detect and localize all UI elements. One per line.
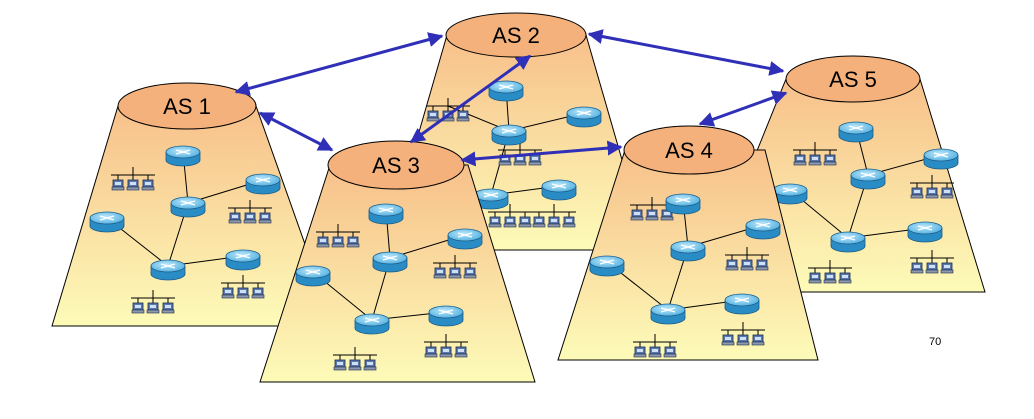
host-cluster-icon [633, 334, 677, 358]
router-icon [354, 313, 390, 335]
router-icon [295, 265, 331, 287]
router-icon [665, 193, 701, 215]
as4-label: AS 4 [665, 138, 713, 163]
router-icon [589, 255, 625, 277]
link-as1-as3 [258, 111, 334, 152]
inter-as-links [234, 29, 788, 167]
router-icon [150, 259, 186, 281]
router-icon [907, 221, 943, 243]
host-cluster-icon [721, 322, 765, 346]
host-cluster-icon [433, 255, 477, 279]
host-cluster-icon [424, 334, 468, 358]
host-cluster-icon [725, 247, 769, 271]
as3-network [295, 203, 483, 371]
router-icon [724, 293, 760, 315]
as5-network [772, 121, 959, 284]
host-cluster-icon [111, 167, 155, 191]
router-icon [165, 145, 201, 167]
host-cluster-icon [316, 224, 360, 248]
as1-network [89, 145, 281, 314]
host-cluster-icon [131, 290, 175, 314]
link-as3-as4 [460, 140, 623, 167]
as1-label: AS 1 [163, 94, 211, 119]
router-icon [745, 218, 781, 240]
router-icon [89, 211, 125, 233]
link-as4-as5 [698, 90, 788, 127]
router-icon [372, 251, 408, 273]
router-icon [850, 168, 886, 190]
autonomous-system-3: AS 3 [259, 140, 536, 383]
router-icon [225, 249, 261, 271]
host-cluster-icon [532, 204, 576, 228]
router-icon [245, 173, 281, 195]
autonomous-system-4: AS 4 [557, 125, 819, 361]
router-icon [650, 303, 686, 325]
host-cluster-icon [333, 347, 377, 371]
host-cluster-icon [228, 200, 272, 224]
router-icon [488, 80, 524, 102]
router-icon [170, 196, 206, 218]
as2-label: AS 2 [492, 23, 540, 48]
host-cluster-icon [910, 250, 954, 274]
slide-number: 70 [929, 336, 941, 348]
router-icon [541, 179, 577, 201]
as4-network [589, 193, 781, 358]
as5-label: AS 5 [829, 67, 877, 92]
as3-label: AS 3 [372, 153, 420, 178]
router-icon [491, 124, 527, 146]
router-icon [368, 203, 404, 225]
host-cluster-icon [910, 175, 954, 199]
host-cluster-icon [488, 204, 532, 228]
router-icon [473, 188, 509, 210]
router-icon [838, 121, 874, 143]
autonomous-system-1: AS 1 [51, 82, 335, 327]
link-as2-as5 [587, 29, 785, 76]
link-as1-as2 [234, 32, 444, 96]
host-cluster-icon [793, 142, 837, 166]
router-icon [923, 148, 959, 170]
host-cluster-icon [808, 260, 852, 284]
router-icon [566, 106, 602, 128]
router-icon [830, 231, 866, 253]
autonomous-system-5: AS 5 [699, 55, 986, 293]
host-cluster-icon [221, 275, 265, 299]
router-icon [670, 240, 706, 262]
router-icon [428, 305, 464, 327]
link-as3-as2 [409, 54, 532, 144]
router-icon [447, 228, 483, 250]
